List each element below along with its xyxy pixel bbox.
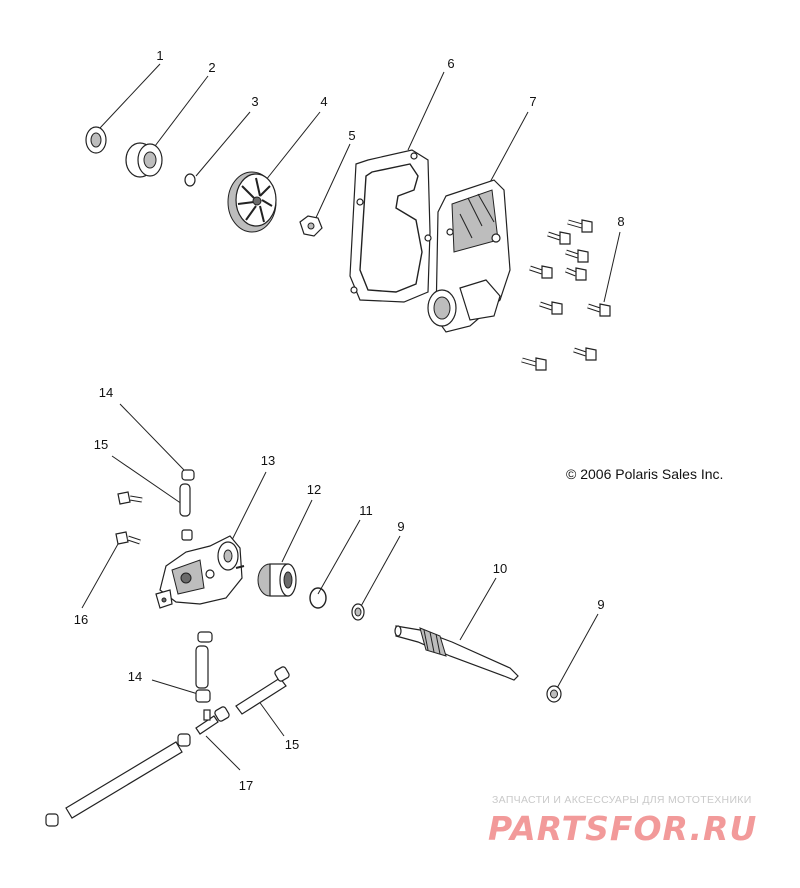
hose-part-15-lower	[214, 666, 290, 722]
callout-3: 3	[251, 94, 258, 109]
leader-lines	[81, 63, 621, 771]
o-ring-part-11	[309, 587, 327, 609]
watermark-logo: PARTSFOR.RU	[488, 809, 757, 848]
oil-pump-part-13	[155, 529, 245, 609]
callout-9-upper: 9	[397, 519, 404, 534]
callout-15-upper: 15	[94, 437, 108, 452]
callout-6: 6	[447, 56, 454, 71]
watermark-subtitle: ЗАПЧАСТИ И АКСЕССУАРЫ ДЛЯ МОТОТЕХНИКИ	[492, 794, 752, 806]
coupler-part-12	[257, 563, 297, 597]
clamp-part-14-lower-top	[197, 631, 213, 643]
callout-2: 2	[208, 60, 215, 75]
callout-11: 11	[359, 503, 373, 518]
callout-1: 1	[156, 48, 163, 63]
callout-14-lower: 14	[128, 669, 142, 684]
pump-cover-part-7	[427, 179, 511, 333]
bolts-part-8	[521, 219, 611, 371]
o-ring-part-3	[184, 173, 196, 187]
callout-13: 13	[261, 453, 275, 468]
bolt-part-16	[115, 491, 143, 545]
washer-part-9-lower	[546, 685, 562, 703]
impeller-part-4	[227, 171, 277, 233]
nut-part-5	[299, 215, 323, 237]
callout-10: 10	[493, 561, 507, 576]
callout-17: 17	[239, 778, 253, 793]
bearing-part-2	[125, 142, 163, 178]
callout-15-lower: 15	[285, 737, 299, 752]
hose-part-15-upper	[179, 483, 191, 517]
clamp-part-14-upper	[181, 469, 195, 481]
callout-14-upper: 14	[99, 385, 113, 400]
seal-part-1	[85, 126, 107, 154]
callout-numbers: 1 2 3 4 5 6 7 8 14 15 13 12 11 9 10 9 16…	[74, 48, 625, 793]
gasket-part-6	[349, 149, 432, 303]
hose-part-14-lower-vertical	[195, 645, 209, 689]
washer-part-9-upper	[351, 603, 365, 621]
callout-7: 7	[529, 94, 536, 109]
callout-12: 12	[307, 482, 321, 497]
watermark-logo-text: PARTSFOR.RU	[488, 809, 757, 848]
copyright-text: © 2006 Polaris Sales Inc.	[566, 466, 724, 482]
callout-8: 8	[617, 214, 624, 229]
tee-fitting-part-17	[177, 709, 219, 747]
clamp-part-14-lower	[195, 689, 211, 703]
shaft-part-10	[394, 625, 519, 681]
callout-5: 5	[348, 128, 355, 143]
callout-4: 4	[320, 94, 327, 109]
callout-16: 16	[74, 612, 88, 627]
callout-9-lower: 9	[597, 597, 604, 612]
long-hose	[45, 741, 183, 827]
